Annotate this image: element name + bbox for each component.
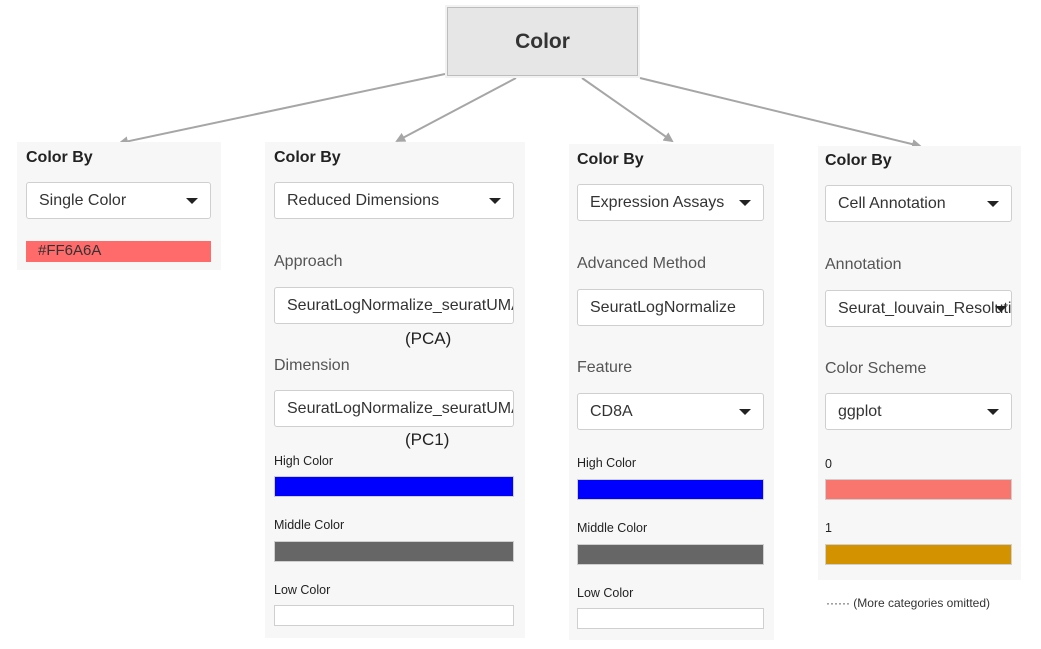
annotation-color-by-title: Color By [825,152,892,169]
dimension-select[interactable]: SeuratLogNormalize_seuratUMAP [274,390,514,427]
dimension-label: Dimension [274,357,350,374]
chevron-down-icon [739,408,751,415]
expression-select-value: Expression Assays [590,193,725,211]
expression-low-color-swatch[interactable] [577,608,764,629]
approach-select[interactable]: SeuratLogNormalize_seuratUMAP [274,287,514,324]
advanced-method-label: Advanced Method [577,255,706,272]
color-scheme-label: Color Scheme [825,360,927,377]
reduced-color-by-title: Color By [274,149,341,166]
category-0-swatch[interactable] [825,479,1012,500]
expression-middle-color-label: Middle Color [577,521,648,535]
reduced-low-color-label: Low Color [274,583,331,597]
single-color-swatch[interactable]: #FF6A6A [26,241,211,262]
reduced-high-color-label: High Color [274,454,334,468]
single-color-value: #FF6A6A [38,242,102,259]
approach-value: SeuratLogNormalize_seuratUMAP [287,296,514,314]
more-categories-note: ······ (More categories omitted) [826,596,991,610]
feature-label: Feature [577,359,633,376]
single-color-by-title: Color By [26,149,93,166]
color-scheme-value: ggplot [838,402,882,420]
feature-value: CD8A [590,402,633,420]
chevron-down-icon [739,199,751,206]
reduced-select-value: Reduced Dimensions [287,191,440,209]
chevron-down-icon [987,408,999,415]
chevron-down-icon [489,197,501,204]
reduced-middle-color-label: Middle Color [274,518,345,532]
category-1-label: 1 [825,521,832,535]
arrow-to-reduced-dimensions [395,77,517,142]
arrow-to-cell-annotation [639,77,922,149]
expression-middle-color-swatch[interactable] [577,544,764,565]
annotation-color-by-select[interactable]: Cell Annotation [825,185,1012,222]
color-scheme-select[interactable]: ggplot [825,393,1012,430]
arrow-to-single-color [118,73,446,147]
expression-high-color-swatch[interactable] [577,479,764,500]
reduced-middle-color-swatch[interactable] [274,541,514,562]
chevron-down-icon [186,197,198,204]
reduced-high-color-swatch[interactable] [274,476,514,497]
chevron-down-icon [987,200,999,207]
arrow-to-expression-assays [581,77,674,143]
annotation-label: Annotation [825,256,902,273]
reduced-color-by-select[interactable]: Reduced Dimensions [274,182,514,219]
expression-low-color-label: Low Color [577,586,634,600]
category-0-label: 0 [825,457,832,471]
reduced-low-color-swatch[interactable] [274,605,514,626]
dimension-sub: (PC1) [405,430,450,449]
approach-sub: (PCA) [405,329,452,348]
chevron-down-icon [995,305,1007,312]
expression-high-color-label: High Color [577,456,637,470]
expression-color-by-title: Color By [577,151,644,168]
single-select-value: Single Color [39,191,127,209]
approach-label: Approach [274,253,343,270]
feature-select[interactable]: CD8A [577,393,764,430]
category-1-swatch[interactable] [825,544,1012,565]
root-title: Color [515,29,570,53]
dimension-value: SeuratLogNormalize_seuratUMAP [287,399,514,417]
advanced-method-value: SeuratLogNormalize [590,298,736,316]
annotation-value: Seurat_louvain_Resolution [838,299,1012,317]
annotation-select[interactable]: Seurat_louvain_Resolution [825,290,1012,327]
expression-color-by-select[interactable]: Expression Assays [577,184,764,221]
root-color-node: Color [447,7,638,76]
single-color-by-select[interactable]: Single Color [26,182,211,219]
advanced-method-select[interactable]: SeuratLogNormalize [577,289,764,326]
annotation-select-value: Cell Annotation [838,194,946,212]
